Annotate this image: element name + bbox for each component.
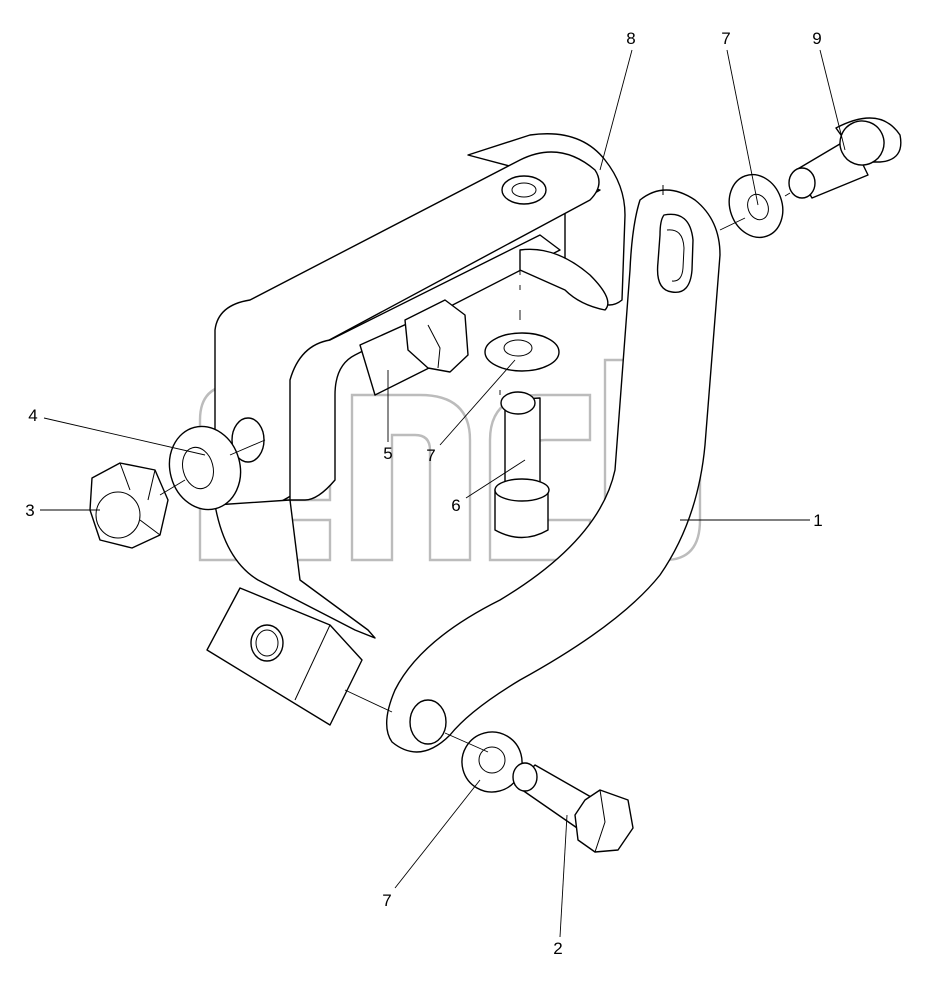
part-7-washer-center: [484, 332, 560, 372]
leader-lines: [40, 49, 846, 938]
callout-7-center: 7: [426, 446, 435, 465]
callout-7-bottom: 7: [382, 891, 391, 910]
callout-8: 8: [626, 29, 635, 48]
callout-5: 5: [383, 444, 392, 463]
callout-6: 6: [451, 496, 460, 515]
part-9-pin: [788, 117, 902, 199]
callout-3: 3: [25, 501, 34, 520]
part-2-bolt: [512, 762, 634, 853]
callout-2: 2: [553, 939, 562, 958]
clamp-block: [206, 587, 363, 726]
part-4-washer: [168, 425, 242, 511]
part-6-screw: [494, 391, 550, 539]
part-5-bolt: [359, 299, 469, 396]
callout-labels: 8 7 9 4 3 5 7 6 1 7 2: [25, 29, 822, 958]
callout-9: 9: [812, 29, 821, 48]
callout-4: 4: [28, 406, 37, 425]
part-7-washer-upper-right: [728, 173, 784, 239]
callout-1: 1: [813, 511, 822, 530]
part-8-upper-bracket: [214, 133, 626, 639]
callout-7-top: 7: [721, 29, 730, 48]
part-3-nut: [89, 462, 169, 549]
